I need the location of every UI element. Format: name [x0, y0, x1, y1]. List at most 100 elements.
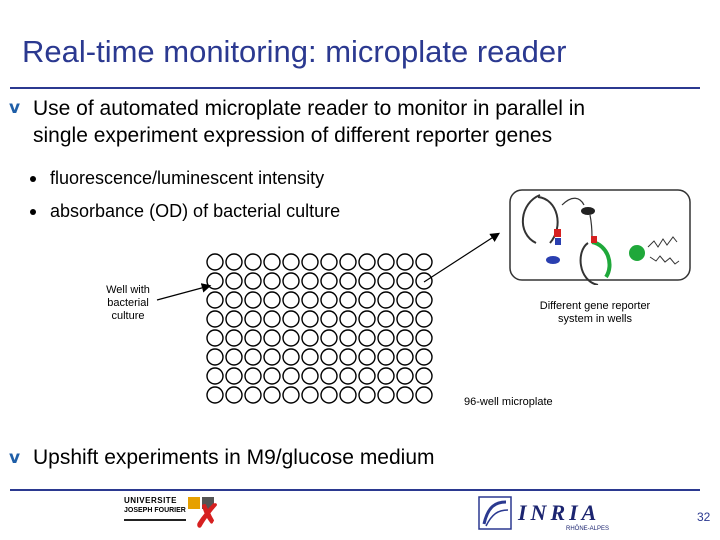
- universite-logo: UNIVERSITE JOSEPH FOURIER ✗: [124, 495, 224, 534]
- plate-well: [263, 253, 281, 271]
- plate-well: [415, 329, 433, 347]
- reporter-label: Different gene reporter system in wells: [520, 300, 670, 326]
- logo-square-gray: [202, 497, 214, 509]
- plate-well: [282, 291, 300, 309]
- plate-well: [396, 386, 414, 404]
- plate-well: [263, 329, 281, 347]
- bullet-dot-icon: [30, 176, 36, 183]
- plate-well: [206, 348, 224, 366]
- plate-well: [415, 272, 433, 290]
- plate-well: [301, 291, 319, 309]
- plate-well: [244, 272, 262, 290]
- plate-well: [339, 310, 357, 328]
- inria-logo: INRIA RHÔNE-ALPES: [478, 494, 628, 534]
- bullet-2: Upshift experiments in M9/glucose medium: [33, 446, 435, 469]
- plate-well: [282, 329, 300, 347]
- sub-item-2: absorbance (OD) of bacterial culture: [30, 201, 340, 222]
- logo-red-mark: ✗: [194, 498, 221, 534]
- plate-well: [206, 272, 224, 290]
- plate-well: [225, 386, 243, 404]
- plate-well: [339, 386, 357, 404]
- plate-well: [206, 329, 224, 347]
- plate-well: [244, 329, 262, 347]
- inria-subtitle: RHÔNE-ALPES: [566, 526, 610, 532]
- plate-well: [377, 310, 395, 328]
- plate-well: [358, 272, 376, 290]
- plate-well: [263, 367, 281, 385]
- pointer-arrow-plate-to-diagram: [423, 232, 501, 283]
- plate-well: [282, 348, 300, 366]
- plate-well: [282, 253, 300, 271]
- slide-title: Real-time monitoring: microplate reader: [22, 34, 567, 69]
- plate-well: [282, 272, 300, 290]
- footer-rule: [10, 489, 700, 491]
- plate-well: [396, 291, 414, 309]
- bullet-dot-icon: [30, 209, 36, 216]
- reporter-system-diagram: [509, 189, 691, 285]
- well-label: Well with bacterial culture: [92, 284, 164, 323]
- bullet-1-line2: single experiment expression of differen…: [33, 124, 553, 147]
- plate-well: [320, 386, 338, 404]
- plate-well: [206, 291, 224, 309]
- plate-well: [320, 329, 338, 347]
- well-label-line3: culture: [111, 310, 145, 322]
- plate-well: [415, 367, 433, 385]
- plate-well: [244, 367, 262, 385]
- plate-well: [320, 310, 338, 328]
- logo-square-orange: [188, 497, 200, 509]
- plate-well: [396, 329, 414, 347]
- plate-well: [301, 386, 319, 404]
- universite-logo-line2: JOSEPH FOURIER: [124, 507, 186, 514]
- plate-well: [320, 291, 338, 309]
- title-rule: [10, 87, 700, 89]
- plate-well: [244, 386, 262, 404]
- plate-well: [358, 329, 376, 347]
- plate-well: [415, 348, 433, 366]
- plate-well: [377, 367, 395, 385]
- microplate: [206, 253, 433, 404]
- plate-well: [225, 272, 243, 290]
- page-number: 32: [697, 510, 711, 524]
- plate-label: 96-well microplate: [464, 396, 553, 408]
- plate-well: [225, 310, 243, 328]
- bullet-v-icon: v: [9, 448, 21, 468]
- plate-well: [320, 348, 338, 366]
- plate-well: [415, 310, 433, 328]
- plate-well: [263, 348, 281, 366]
- plate-well: [415, 386, 433, 404]
- plate-well: [377, 386, 395, 404]
- plate-well: [396, 367, 414, 385]
- plate-well: [396, 272, 414, 290]
- plate-well: [282, 310, 300, 328]
- plate-well: [225, 291, 243, 309]
- plate-well: [339, 329, 357, 347]
- plate-well: [225, 367, 243, 385]
- plate-well: [301, 329, 319, 347]
- well-label-line1: Well with: [106, 284, 150, 296]
- plate-well: [301, 367, 319, 385]
- plate-well: [415, 253, 433, 271]
- plate-well: [339, 272, 357, 290]
- plate-well: [263, 291, 281, 309]
- plate-well: [301, 310, 319, 328]
- plate-well: [206, 310, 224, 328]
- plate-well: [225, 329, 243, 347]
- plate-well: [301, 253, 319, 271]
- plate-well: [244, 348, 262, 366]
- reporter-label-line1: Different gene reporter: [539, 300, 651, 312]
- plate-well: [282, 367, 300, 385]
- plate-well: [301, 272, 319, 290]
- plate-well: [339, 291, 357, 309]
- bullet-1: Use of automated microplate reader to mo…: [33, 95, 713, 149]
- plate-well: [396, 348, 414, 366]
- plate-well: [263, 272, 281, 290]
- logo-bar: [124, 519, 186, 521]
- plate-well: [244, 253, 262, 271]
- plate-well: [282, 386, 300, 404]
- reporter-label-line2: system in wells: [558, 313, 632, 325]
- plate-well: [244, 310, 262, 328]
- universite-logo-line1: UNIVERSITE: [124, 496, 178, 505]
- plate-well: [320, 272, 338, 290]
- plate-well: [263, 386, 281, 404]
- plate-well: [301, 348, 319, 366]
